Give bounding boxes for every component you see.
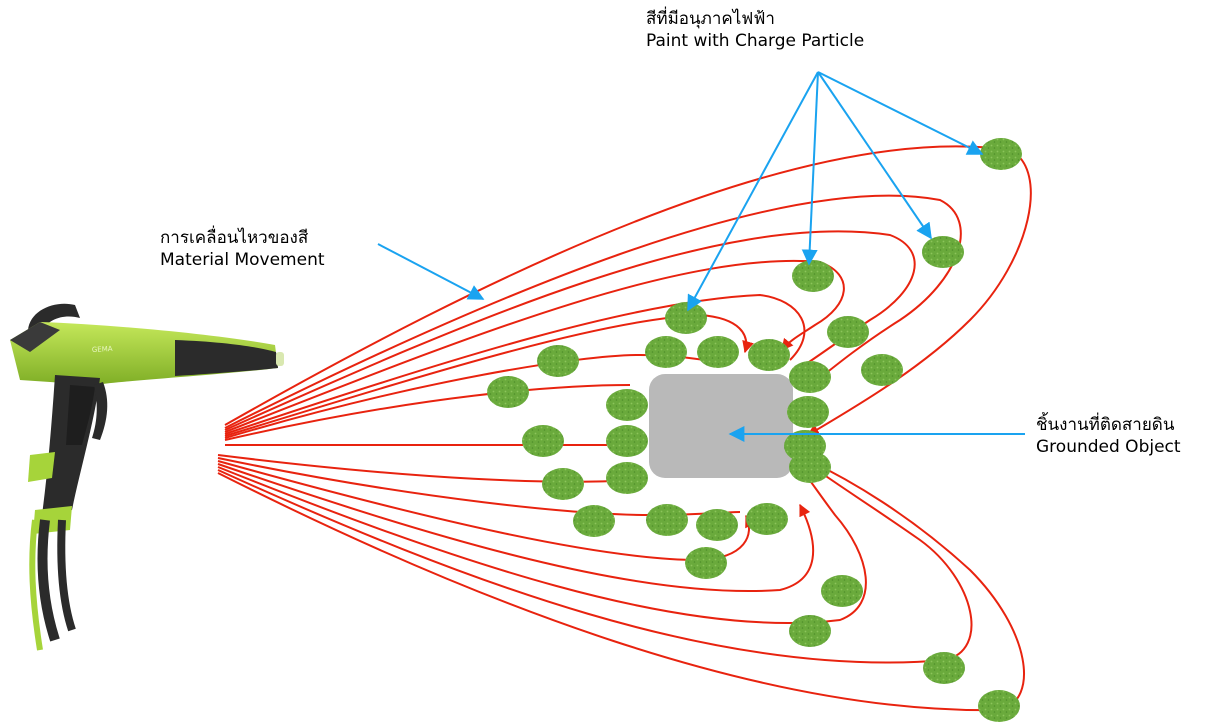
particle	[696, 509, 738, 541]
field-line	[224, 194, 962, 429]
arrow-to-field-lines	[377, 243, 485, 300]
particle	[697, 336, 739, 368]
particle	[606, 425, 648, 457]
material-movement-label-thai: การเคลื่อนไหวของสี	[160, 228, 309, 248]
arrow-to-particle	[817, 71, 984, 155]
field-line	[217, 463, 814, 593]
field-line	[224, 313, 754, 437]
grounded-object-label: ชิ้นงานที่ติดสายดิน Grounded Object	[1036, 414, 1181, 458]
field-line	[224, 353, 721, 439]
field-line	[224, 384, 631, 441]
particle	[685, 547, 727, 579]
particle	[522, 425, 564, 457]
charge-particle-label: สีที่มีอนุภาคไฟฟ้า Paint with Charge Par…	[646, 8, 864, 52]
particle	[606, 389, 648, 421]
field-lines	[217, 145, 1032, 712]
particle	[922, 236, 964, 268]
field-line	[224, 293, 806, 435]
field-line	[217, 460, 757, 562]
particle	[789, 451, 831, 483]
particle	[748, 339, 790, 371]
particle	[792, 260, 834, 292]
particle	[861, 354, 903, 386]
field-line	[217, 454, 631, 483]
grounded-object	[649, 374, 793, 478]
charge-particle-label-english: Paint with Charge Particle	[646, 31, 865, 51]
particle	[978, 690, 1020, 722]
material-movement-label: การเคลื่อนไหวของสี Material Movement	[160, 227, 325, 271]
charge-particle-label-thai: สีที่มีอนุภาคไฟฟ้า	[646, 9, 775, 29]
arrow-to-particle	[817, 71, 932, 240]
particle	[827, 316, 869, 348]
particle	[646, 504, 688, 536]
arrow-to-particle	[801, 71, 819, 266]
svg-text:GEMA: GEMA	[92, 345, 113, 354]
paint-particles	[487, 138, 1022, 722]
arrow-to-particle	[687, 71, 819, 312]
field-line	[217, 466, 867, 625]
particle	[542, 468, 584, 500]
field-line	[217, 459, 1025, 712]
particle	[665, 302, 707, 334]
particle	[487, 376, 529, 408]
particle	[746, 503, 788, 535]
particle	[821, 575, 863, 607]
material-movement-label-english: Material Movement	[160, 250, 325, 270]
particle	[923, 652, 965, 684]
particle	[980, 138, 1022, 170]
particle	[573, 505, 615, 537]
particle	[789, 361, 831, 393]
spray-gun-icon: GEMA	[10, 303, 284, 651]
particle	[537, 345, 579, 377]
grounded-object-label-thai: ชิ้นงานที่ติดสายดิน	[1036, 415, 1175, 435]
particle	[606, 462, 648, 494]
particle	[645, 336, 687, 368]
grounded-object-label-english: Grounded Object	[1036, 437, 1181, 457]
field-line	[224, 259, 845, 433]
particle	[789, 615, 831, 647]
particle	[787, 396, 829, 428]
pointer-arrows	[377, 71, 1025, 442]
